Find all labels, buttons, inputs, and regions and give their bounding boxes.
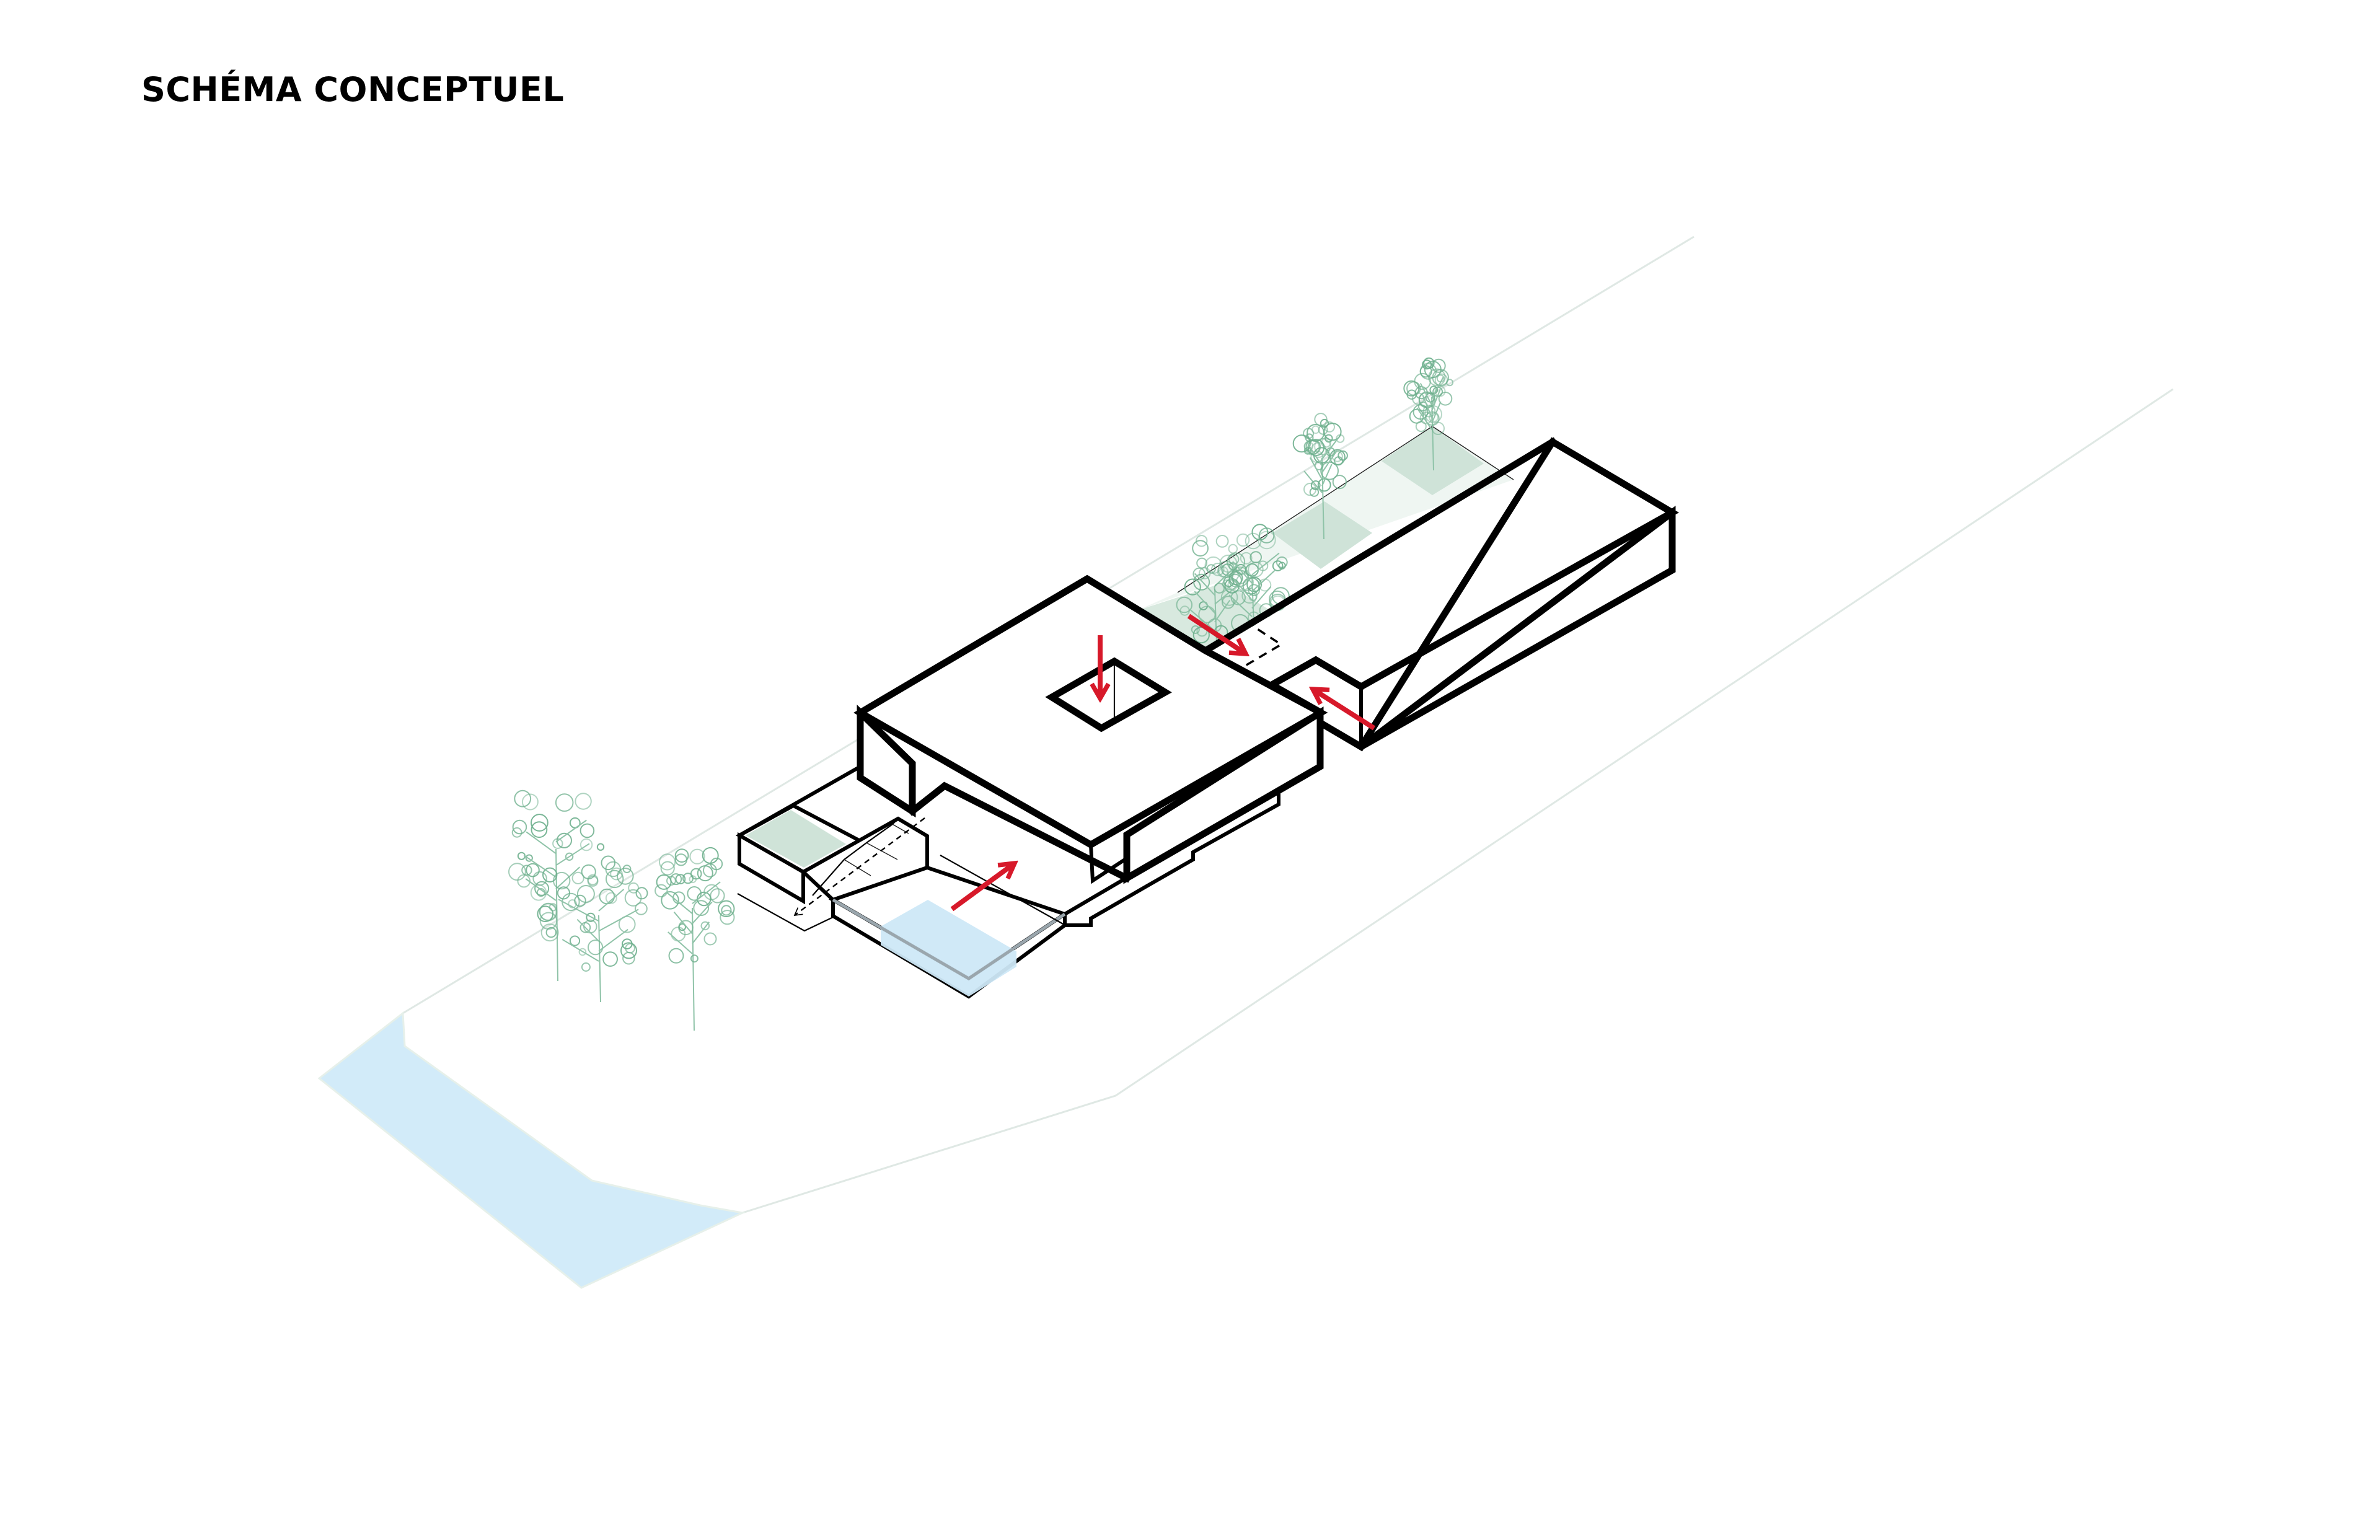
tree-icon	[1214, 524, 1290, 627]
terrace-step-line	[1065, 765, 1321, 927]
main-lower-edge	[1089, 844, 1128, 884]
main-volume	[853, 574, 1328, 884]
tree-icon	[1292, 413, 1348, 540]
terrace-lower-edge	[1064, 877, 1126, 916]
ground-outline	[737, 893, 834, 932]
tree-icon	[1403, 357, 1454, 471]
green-roof-patch	[746, 810, 846, 868]
wing-right-face	[1359, 505, 1676, 750]
dashed-arrow-left-icon	[793, 817, 925, 917]
planting-square-b	[1382, 426, 1484, 495]
green-roof-box-front	[738, 832, 805, 905]
tree-icon	[654, 847, 735, 1031]
pool-water	[881, 900, 1016, 997]
trees	[508, 357, 1454, 1031]
terrace-volumes	[735, 765, 1321, 999]
wing-top-edge	[1201, 437, 1558, 656]
terrain-right-boundary	[742, 388, 2174, 1214]
diagram-title: SCHÉMA CONCEPTUEL	[141, 70, 565, 109]
pool-inner-edge	[832, 898, 1066, 980]
tree-icon	[539, 855, 648, 1003]
pond-water	[317, 1011, 746, 1289]
terrain	[317, 235, 2174, 1289]
circulation-arrows	[950, 614, 1376, 912]
wing-entry-block	[1267, 656, 1366, 692]
planting-square-a	[1272, 501, 1372, 569]
arrow-up-right-icon	[950, 863, 1015, 912]
stair-block	[800, 816, 929, 902]
arrow-down-right-icon	[1187, 614, 1246, 654]
main-bottom-edge	[907, 781, 1132, 883]
terrace-inner-line	[940, 855, 1065, 925]
arrow-up-left-icon	[1313, 689, 1376, 731]
tree-icon	[508, 790, 605, 982]
